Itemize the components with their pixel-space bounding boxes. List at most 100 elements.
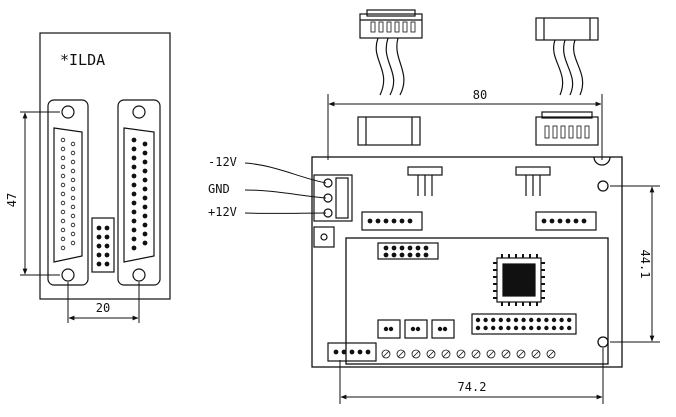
dimension-board-bottom <box>339 348 604 404</box>
pin <box>423 245 429 251</box>
pin <box>357 349 363 355</box>
chip-leg <box>515 302 517 306</box>
header-pins <box>96 225 110 267</box>
pin <box>96 234 102 240</box>
pin <box>544 325 549 331</box>
pin <box>549 218 555 224</box>
pin <box>475 325 481 331</box>
chip-leg <box>541 283 545 285</box>
pin <box>60 209 66 215</box>
power-label-gnd: GND <box>208 182 230 196</box>
board-outline <box>311 156 623 368</box>
pin <box>581 218 587 224</box>
chip-leg <box>541 297 545 299</box>
chip-leg <box>508 254 510 258</box>
pin <box>560 125 566 139</box>
dimension-panel-width <box>67 282 140 323</box>
pin <box>60 146 66 152</box>
pin <box>142 159 148 165</box>
pin <box>70 204 76 210</box>
dimension-label-panel-height: 47 <box>5 193 19 207</box>
pin <box>423 252 429 258</box>
pin <box>142 195 148 201</box>
pin <box>341 349 347 355</box>
pin <box>521 317 526 323</box>
pin <box>142 141 148 147</box>
pin <box>60 200 66 206</box>
pin <box>483 317 488 323</box>
pin <box>104 261 110 267</box>
pin <box>131 146 137 152</box>
chip-leg <box>541 290 545 292</box>
pin <box>142 222 148 228</box>
chip-leg <box>493 276 497 278</box>
dimension-board-height <box>610 185 660 343</box>
pin <box>531 349 541 359</box>
pin <box>407 252 413 258</box>
pin <box>415 252 421 258</box>
control-board <box>311 156 623 368</box>
pin <box>104 252 110 258</box>
pin <box>142 150 148 156</box>
pin <box>378 21 384 33</box>
board-top-components <box>361 166 597 260</box>
pin <box>529 317 534 323</box>
pin <box>394 21 400 33</box>
pin <box>131 191 137 197</box>
pin <box>442 326 448 332</box>
screw-slot <box>472 350 480 358</box>
chip-leg <box>541 262 545 264</box>
board-bottom-components <box>327 313 577 362</box>
board-inner-area <box>345 237 609 365</box>
pin <box>104 225 110 231</box>
pin <box>513 317 519 323</box>
screw-slot <box>547 350 555 358</box>
chip-leg <box>508 302 510 306</box>
pin <box>60 137 66 143</box>
pin <box>60 155 66 161</box>
pin <box>426 349 436 359</box>
pin <box>475 317 481 323</box>
pin <box>131 227 137 233</box>
cable-assembly-right <box>535 17 599 146</box>
pin <box>70 240 76 246</box>
pin <box>568 125 574 139</box>
screw-slot <box>412 350 420 358</box>
pin <box>70 195 76 201</box>
pin <box>506 325 511 331</box>
db25-connector-right <box>117 99 161 286</box>
pin <box>551 317 557 323</box>
chip-leg <box>541 269 545 271</box>
ilda-panel <box>39 32 171 300</box>
pin <box>349 349 355 355</box>
pin <box>142 168 148 174</box>
dimension-label-panel-width: 20 <box>96 301 110 315</box>
panel-title: *ILDA <box>60 51 105 69</box>
pin <box>559 325 564 331</box>
pin <box>142 186 148 192</box>
pin <box>399 252 405 258</box>
screw-slot <box>487 350 495 358</box>
chip-leg <box>493 290 497 292</box>
screw-slot <box>382 350 390 358</box>
chip-leg <box>501 302 503 306</box>
pin <box>131 245 137 251</box>
pin <box>333 349 339 355</box>
pin <box>456 349 466 359</box>
pin <box>96 252 102 258</box>
pin <box>544 125 550 139</box>
screw-slot <box>397 350 405 358</box>
chip-leg <box>493 262 497 264</box>
microcontroller-chip <box>496 257 542 303</box>
chip-leg <box>522 254 524 258</box>
chip-leg <box>541 276 545 278</box>
chip-leg <box>536 302 538 306</box>
pin <box>391 218 397 224</box>
power-leader-lines <box>244 162 327 214</box>
pin <box>386 21 392 33</box>
pin <box>552 125 558 139</box>
pin <box>131 218 137 224</box>
pin <box>70 186 76 192</box>
pin <box>486 349 496 359</box>
pin <box>391 245 397 251</box>
